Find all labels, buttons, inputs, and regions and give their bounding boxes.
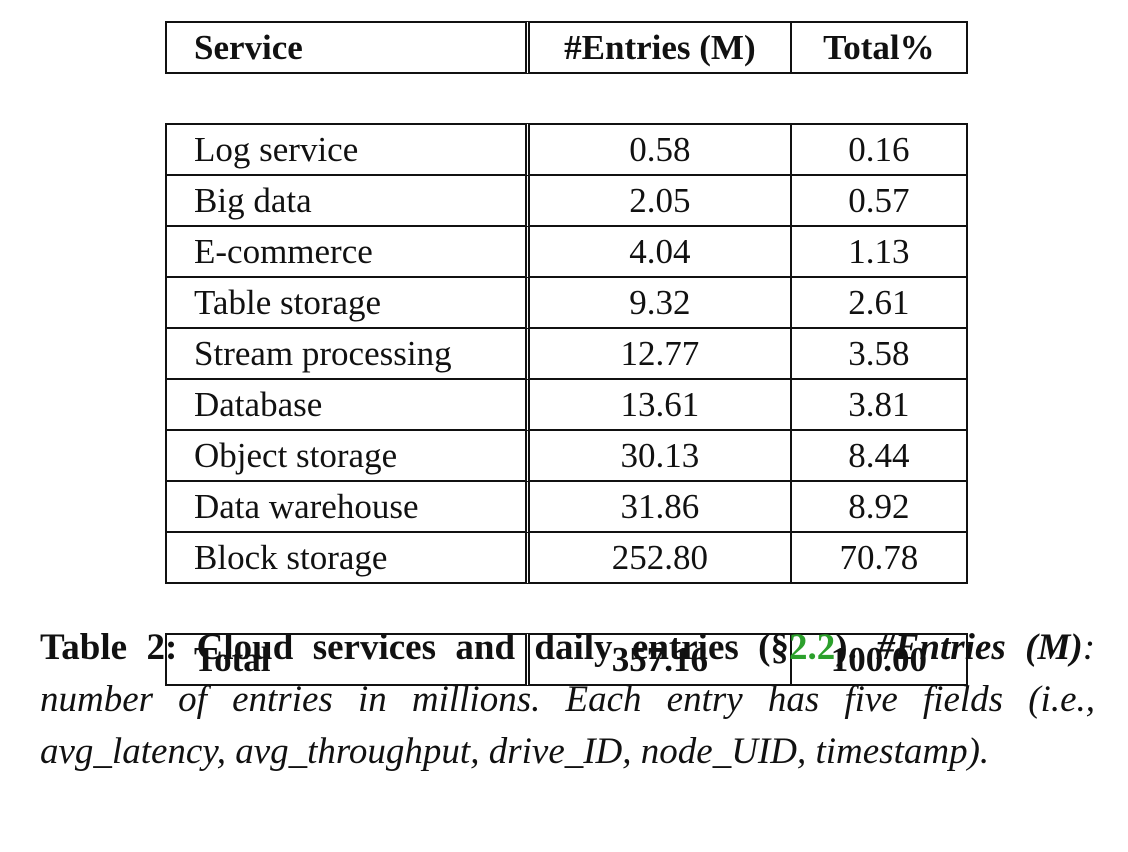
table-total-row: Total 357.16 100.00: [165, 633, 968, 686]
cell-total-percent: 0.57: [791, 176, 968, 227]
table-row: Database 13.61 3.81: [165, 380, 968, 431]
header-entries: #Entries (M): [529, 21, 792, 74]
cell-total-percent: 1.13: [791, 227, 968, 278]
cell-entries: 13.61: [529, 380, 792, 431]
section-reference-link[interactable]: 2.2: [789, 627, 836, 668]
caption-label: Table 2: Cloud services and daily entrie…: [40, 627, 789, 668]
cell-total-percent: 8.92: [791, 482, 968, 533]
table-header-row: Service #Entries (M) Total%: [165, 21, 968, 74]
caption-label-end: ).: [835, 627, 857, 668]
cell-service: Table storage: [165, 278, 530, 329]
cell-entries: 4.04: [529, 227, 792, 278]
table-gap: [165, 74, 968, 123]
cell-entries: 9.32: [529, 278, 792, 329]
cell-service: Data warehouse: [165, 482, 530, 533]
cell-entries: 252.80: [529, 533, 792, 584]
cell-entries: 0.58: [529, 123, 792, 176]
cell-entries: 2.05: [529, 176, 792, 227]
total-percent: 100.00: [791, 633, 968, 686]
cell-service: Log service: [165, 123, 530, 176]
table-row: Block storage 252.80 70.78: [165, 533, 968, 584]
total-label: Total: [165, 633, 530, 686]
table-row: Data warehouse 31.86 8.92: [165, 482, 968, 533]
cell-total-percent: 3.81: [791, 380, 968, 431]
cell-total-percent: 2.61: [791, 278, 968, 329]
data-table-container: Service #Entries (M) Total% Log service …: [165, 21, 968, 686]
cell-total-percent: 3.58: [791, 329, 968, 380]
cell-service: Database: [165, 380, 530, 431]
total-entries: 357.16: [529, 633, 792, 686]
header-total-percent: Total%: [791, 21, 968, 74]
caption-term: #Entries (M): [876, 627, 1083, 668]
cell-entries: 30.13: [529, 431, 792, 482]
cell-service: E-commerce: [165, 227, 530, 278]
cell-entries: 12.77: [529, 329, 792, 380]
cell-service: Object storage: [165, 431, 530, 482]
data-table: Service #Entries (M) Total% Log service …: [165, 21, 968, 686]
table-row: Object storage 30.13 8.44: [165, 431, 968, 482]
header-service: Service: [165, 21, 530, 74]
cell-entries: 31.86: [529, 482, 792, 533]
table-row: Table storage 9.32 2.61: [165, 278, 968, 329]
cell-total-percent: 70.78: [791, 533, 968, 584]
table-row: E-commerce 4.04 1.13: [165, 227, 968, 278]
cell-total-percent: 8.44: [791, 431, 968, 482]
cell-service: Block storage: [165, 533, 530, 584]
caption-text: : number of entries in millions. Each en…: [40, 627, 1096, 772]
table-row: Log service 0.58 0.16: [165, 123, 968, 176]
cell-service: Stream processing: [165, 329, 530, 380]
table-row: Stream processing 12.77 3.58: [165, 329, 968, 380]
table-row: Big data 2.05 0.57: [165, 176, 968, 227]
cell-total-percent: 0.16: [791, 123, 968, 176]
table-caption: Table 2: Cloud services and daily entrie…: [40, 622, 1095, 778]
cell-service: Big data: [165, 176, 530, 227]
